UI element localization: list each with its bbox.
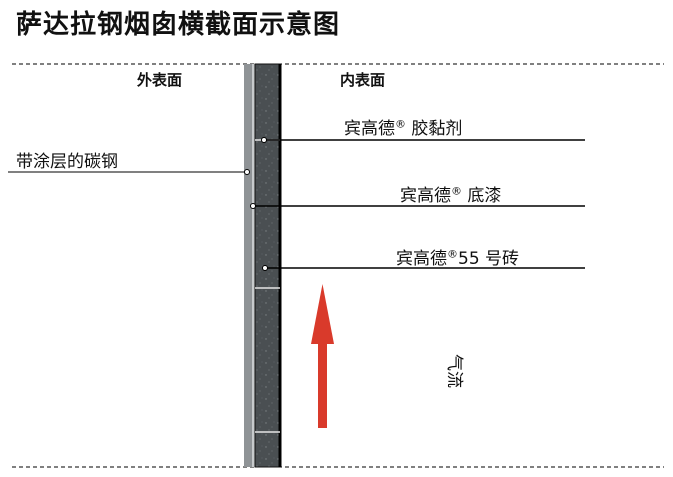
adhesive-name: 胶黏剂 [406,119,463,139]
airflow-label: 气流 [444,354,464,388]
outer-surface-label: 外表面 [137,71,183,89]
brick-label: 宾高德®55 号砖 [396,244,519,269]
brick-registered-mark: ® [447,247,458,261]
airflow-arrow-head [311,284,334,344]
brick-name: 55 号砖 [458,249,520,269]
coated-steel-label: 带涂层的碳钢 [16,152,118,172]
coating-layer [252,64,255,467]
inner-surface-label: 内表面 [340,71,386,89]
steel-shell [244,64,252,467]
airflow-arrow-shaft [318,342,327,428]
primer-label: 宾高德® 底漆 [400,181,501,206]
primer-name: 底漆 [462,186,502,206]
adhesive-brand: 宾高德 [344,119,395,139]
marker-coated-steel [244,169,250,175]
marker-primer [250,203,256,209]
adhesive-registered-mark: ® [395,117,406,131]
marker-brick [262,265,268,271]
adhesive-label: 宾高德® 胶黏剂 [344,114,462,139]
diagram-title: 萨达拉钢烟囱横截面示意图 [16,10,341,40]
brick-lining [254,63,281,468]
brick-brand: 宾高德 [396,249,447,269]
primer-brand: 宾高德 [400,186,451,206]
marker-adhesive [261,137,267,143]
primer-registered-mark: ® [451,184,462,198]
